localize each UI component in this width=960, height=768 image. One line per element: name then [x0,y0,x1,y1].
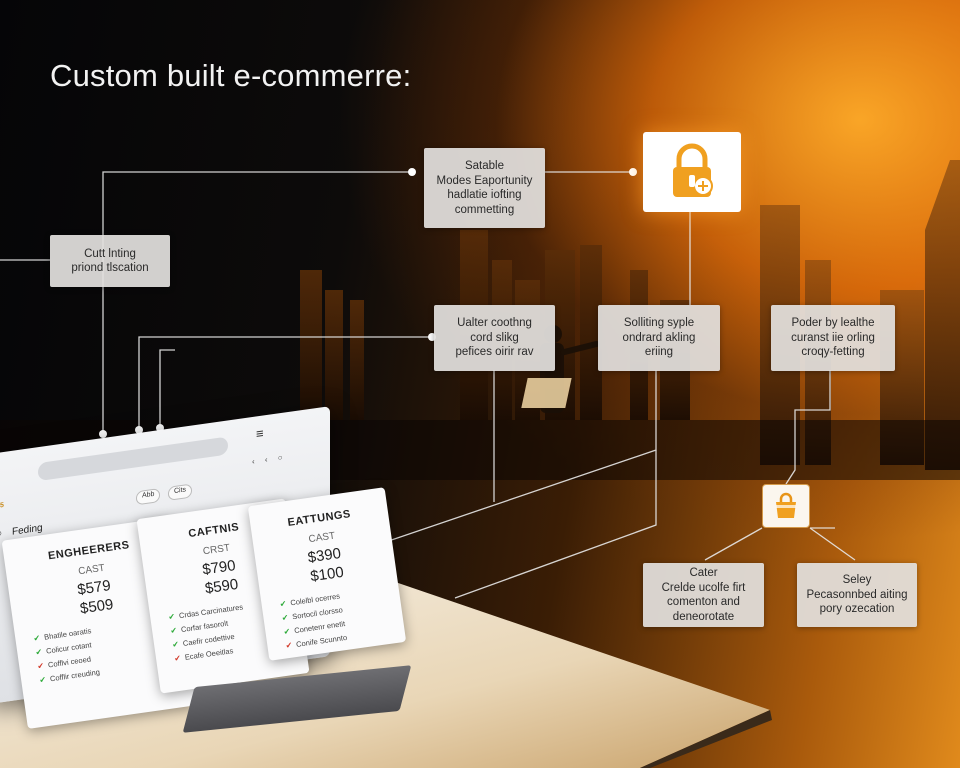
box-text: Solliting syple [623,317,695,330]
box-text: Satable [464,160,504,172]
box-text: hadlatie iofting [447,189,522,201]
check-icon: ✔ [281,612,289,623]
node-box-right-mid: Solliting syple ondrard akling eriing [598,305,720,371]
box-text: eriing [644,346,674,359]
box-text: ondrard akling [622,331,696,344]
box-text: pory ozecation [819,603,895,616]
node-box-center-top: Satable Modes Eaportunity hadlatie iofti… [424,148,545,228]
bag-tile [762,484,810,528]
node-box-bottom-left: Cater Crelde ucolfe firt comenton and de… [643,563,764,627]
pill-tab[interactable]: Abb [136,487,161,506]
box-text: Cutt lnting [84,247,136,260]
node-box-bottom-right: Seley Pecasonnbed aiting pory ozecation [797,563,917,627]
box-text: commetting [454,203,515,216]
box-text: Ualter coothng [457,317,532,330]
brand-logo: 5 [0,501,4,510]
box-text: Pecasonnbed aiting [806,588,908,601]
pricing-card-3[interactable]: EATTUNGS CAST $390 $100 ✔Colelbl ocerres… [247,487,407,661]
node-box-far-right: Poder by lealthe curanst iie orling croq… [771,305,895,371]
circle-icon: ○ [0,528,3,541]
box-text: Crelde ucolfe firt [661,581,746,594]
box-text: deneorotate [672,610,735,623]
node-box-left-top: Cutt lnting priond tlscation [50,235,170,287]
shopping-bag-icon [776,492,796,518]
box-text: priond tlscation [71,262,149,274]
check-icon: ✔ [169,625,178,636]
check-icon: ✔ [283,626,291,637]
node-box-center-mid: Ualter coothng cord slikg pefices oirir … [434,305,555,371]
box-text: comenton and [667,596,740,608]
box-text: croqy-fetting [801,346,865,359]
feature-list: ✔Colelbl ocerres ✔Sortocil clorsso ✔Cone… [279,583,405,650]
check-icon: ✔ [32,633,41,644]
pill-tab[interactable]: Cits [168,483,193,501]
box-text: curanst iie orling [791,331,875,344]
box-text: pefices oirir rav [455,346,534,359]
check-icon: ✔ [279,598,288,609]
screen-search-bar[interactable] [38,436,228,482]
lock-icon [673,143,713,197]
check-icon: ✔ [34,647,43,658]
cross-icon: ✔ [173,653,182,664]
check-icon: ✔ [38,674,47,685]
box-text: Poder by lealthe [791,317,875,330]
cross-icon: ✔ [36,661,45,671]
lock-tile [643,132,741,212]
box-text: Seley [842,574,872,587]
nav-icons[interactable]: ‹ ‹ ○ [252,452,287,467]
box-text: Modes Eaportunity [436,174,533,187]
box-text: cord slikg [470,331,519,344]
check-icon: ✔ [167,611,176,622]
cross-icon: ✔ [284,640,293,651]
menu-icon[interactable]: ≡ [256,425,264,442]
check-icon: ✔ [171,639,180,650]
box-text: Cater [689,567,718,579]
page-title: Custom built e-commerre: [50,58,412,93]
